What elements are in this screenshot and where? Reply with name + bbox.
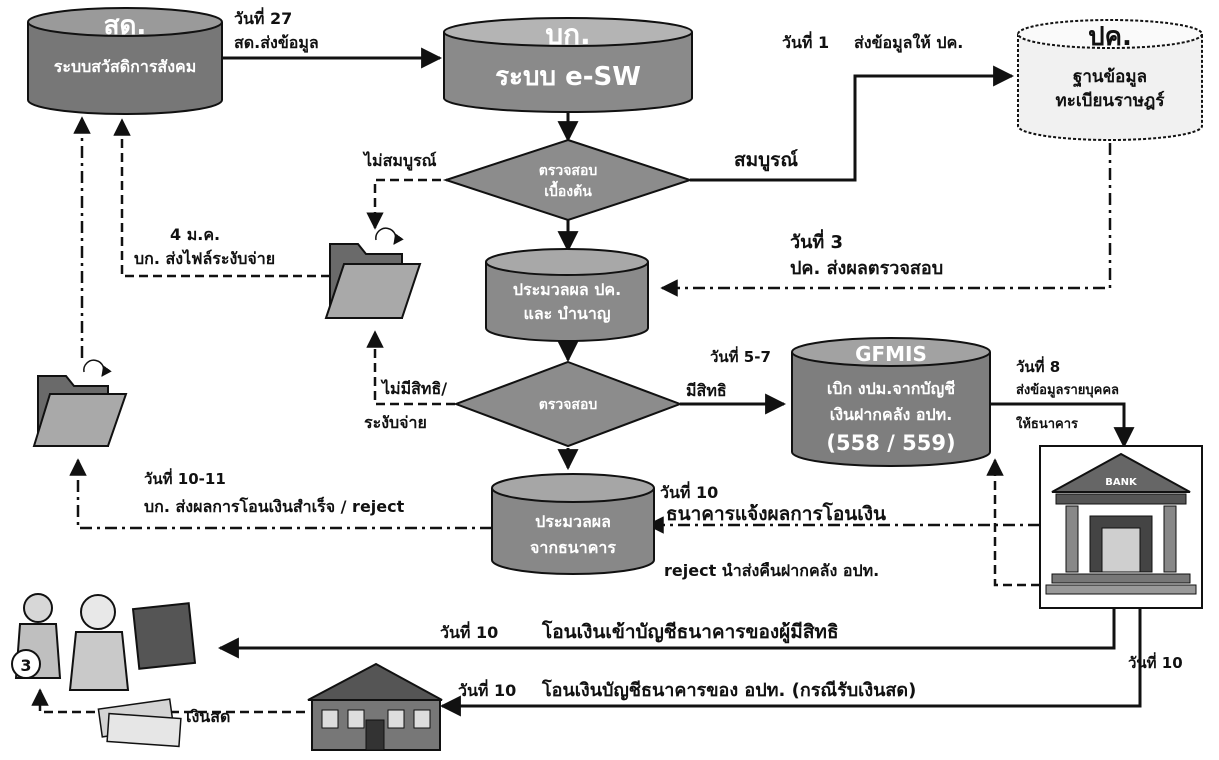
- step-badge: 3: [20, 656, 31, 675]
- gfmis-line1: เบิก งปม.จากบัญชี: [827, 379, 955, 399]
- arrow-proc2-to-folder2: [69, 458, 492, 530]
- pk-title: ปค.: [1088, 22, 1132, 52]
- arrow-check1-to-pk: [690, 65, 1015, 182]
- cash-icon: [97, 698, 182, 748]
- arrow-check2-to-folder: [366, 330, 455, 406]
- cylinder-pk: ปค. ฐานข้อมูล ทะเบียนราษฎร์: [1017, 19, 1203, 141]
- label-incomplete: ไม่สมบูรณ์: [362, 151, 437, 172]
- gfmis-title: GFMIS: [855, 342, 927, 366]
- folder-icon: [32, 359, 128, 447]
- sd-title: สด.: [104, 11, 147, 41]
- sd-subtitle: ระบบสวัสดิการสังคม: [54, 57, 197, 76]
- label-sd-send: สด.ส่งข้อมูล: [234, 33, 319, 54]
- proc1-line1: ประมวลผล ปค.: [513, 280, 621, 299]
- cylinder-sd: สด. ระบบสวัสดิการสังคม: [27, 7, 223, 115]
- proc2-line1: ประมวลผล: [535, 512, 611, 531]
- decision-check1: ตรวจสอบ เบื้องต้น: [442, 138, 694, 222]
- gfmis-line3: (558 / 559): [826, 431, 955, 455]
- label-day8: วันที่ 8: [1016, 356, 1060, 376]
- label-day3: วันที่ 3: [790, 229, 843, 253]
- cylinder-proc1: ประมวลผล ปค. และ บำนาญ: [485, 248, 649, 342]
- label-day10-a: วันที่ 10: [660, 481, 718, 502]
- cylinder-bk: บก. ระบบ e-SW: [443, 17, 693, 113]
- bk-subtitle: ระบบ e-SW: [495, 62, 641, 92]
- check2-label: ตรวจสอบ: [539, 397, 598, 413]
- pk-line1: ฐานข้อมูล: [1073, 67, 1147, 88]
- flow-labels: วันที่ 27 สด.ส่งข้อมูล วันที่ 1 ส่งข้อมู…: [134, 7, 1183, 726]
- label-eligible: มีสิทธิ: [686, 381, 727, 400]
- label-day10-b: วันที่ 10: [440, 621, 498, 642]
- check1-line2: เบื้องต้น: [544, 180, 592, 200]
- label-jan4: 4 ม.ค.: [170, 225, 220, 244]
- label-day5-7: วันที่ 5-7: [710, 346, 771, 366]
- label-reject-return: reject นำส่งคืนฝากคลัง อปท.: [664, 561, 879, 580]
- label-day10-c: วันที่ 10: [1128, 652, 1183, 672]
- label-bk-send-suspend: บก. ส่งไฟล์ระงับจ่าย: [134, 249, 275, 268]
- label-day10-d: วันที่ 10: [458, 679, 516, 700]
- folder-icon: [324, 227, 422, 319]
- label-send-person-2: ให้ธนาคาร: [1016, 415, 1078, 432]
- arrow-pk-to-proc1: [660, 143, 1112, 297]
- bank-building-icon: BANK: [1039, 445, 1203, 609]
- label-not-eligible-2: ระงับจ่าย: [364, 413, 427, 432]
- pk-line2: ทะเบียนราษฎร์: [1056, 90, 1166, 111]
- arrow-reject-to-gfmis: [986, 458, 1040, 587]
- arrow-office-to-people: [31, 688, 305, 714]
- arrow-folder-to-sd: [113, 118, 330, 278]
- local-office-building-icon: [307, 662, 443, 751]
- label-send-person-1: ส่งข้อมูลรายบุคคล: [1016, 382, 1119, 398]
- label-day10-11: วันที่ 10-11: [144, 468, 226, 488]
- bk-title: บก.: [545, 18, 590, 51]
- label-transfer-beneficiary: โอนเงินเข้าบัญชีธนาคารของผู้มีสิทธิ: [541, 620, 839, 644]
- elderly-people-icon: 3: [11, 593, 197, 691]
- label-complete: สมบูรณ์: [734, 149, 798, 172]
- arrow-bank-to-people: [217, 608, 1116, 659]
- proc2-line2: จากธนาคาร: [530, 538, 616, 557]
- connectors: [31, 47, 1142, 717]
- decision-check2: ตรวจสอบ: [453, 360, 683, 448]
- cylinder-gfmis: GFMIS เบิก งปม.จากบัญชี เงินฝากคลัง อปท.…: [791, 337, 991, 467]
- label-cash: เงินสด: [186, 707, 230, 726]
- label-bank-notify: ธนาคารแจ้งผลการโอนเงิน: [666, 502, 886, 525]
- label-day1: วันที่ 1: [782, 31, 829, 52]
- proc1-line2: และ บำนาญ: [524, 304, 611, 324]
- label-send-pk: ส่งข้อมูลให้ ปค.: [854, 33, 963, 54]
- arrow-gfmis-to-bank: [990, 402, 1135, 449]
- label-not-eligible-1: ไม่มีสิทธิ/: [380, 379, 447, 398]
- arrow-check1-to-folder: [366, 178, 455, 230]
- gfmis-line2: เงินฝากคลัง อปท.: [830, 405, 953, 424]
- arrow-bank-to-office: [439, 608, 1142, 717]
- check1-line1: ตรวจสอบ: [539, 163, 598, 179]
- label-transfer-lao: โอนเงินบัญชีธนาคารของ อปท. (กรณีรับเงินส…: [541, 679, 916, 701]
- label-pk-send-result: ปค. ส่งผลตรวจสอบ: [790, 258, 943, 279]
- cylinder-proc2: ประมวลผล จากธนาคาร: [491, 473, 655, 575]
- label-day27: วันที่ 27: [234, 7, 292, 28]
- label-bk-send-transfer: บก. ส่งผลการโอนเงินสำเร็จ / reject: [144, 495, 405, 516]
- bank-sign: BANK: [1105, 477, 1138, 488]
